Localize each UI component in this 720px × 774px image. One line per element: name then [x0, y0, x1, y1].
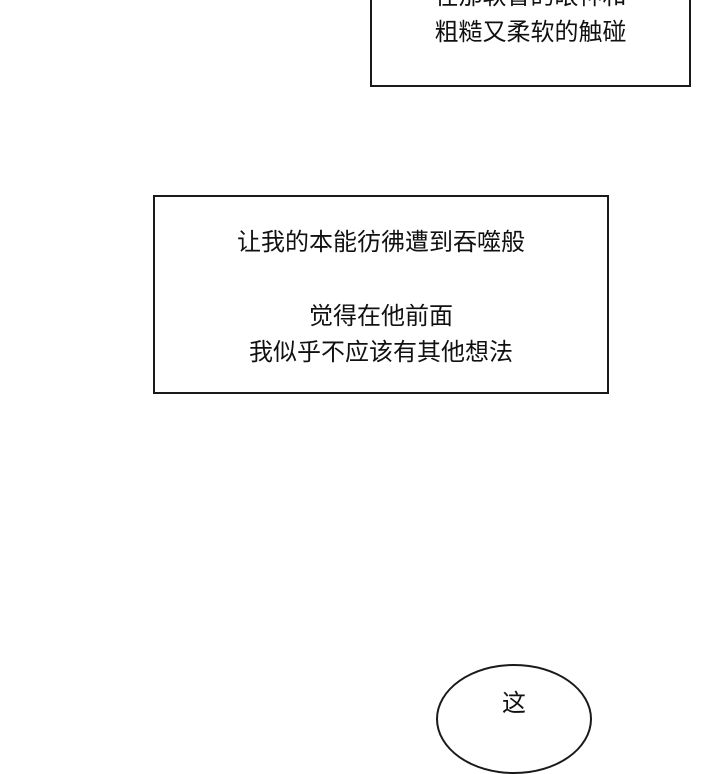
speech-bubble: 这 [436, 664, 592, 774]
caption-box-top: 在那软冒的眼神和 粗糙又柔软的触碰 [370, 0, 691, 87]
caption-top-line-2: 粗糙又柔软的触碰 [434, 18, 627, 46]
caption-box-middle: 让我的本能彷彿遭到吞噬般 觉得在他前面 我似乎不应该有其他想法 [153, 195, 609, 394]
caption-middle-line-2: 觉得在他前面 [309, 302, 453, 330]
speech-bubble-text: 这 [502, 689, 526, 717]
caption-top-line-1: 在那软冒的眼神和 [372, 0, 689, 13]
caption-middle-line-1: 让我的本能彷彿遭到吞噬般 [237, 228, 525, 256]
caption-middle-line-3: 我似乎不应该有其他想法 [249, 338, 513, 366]
